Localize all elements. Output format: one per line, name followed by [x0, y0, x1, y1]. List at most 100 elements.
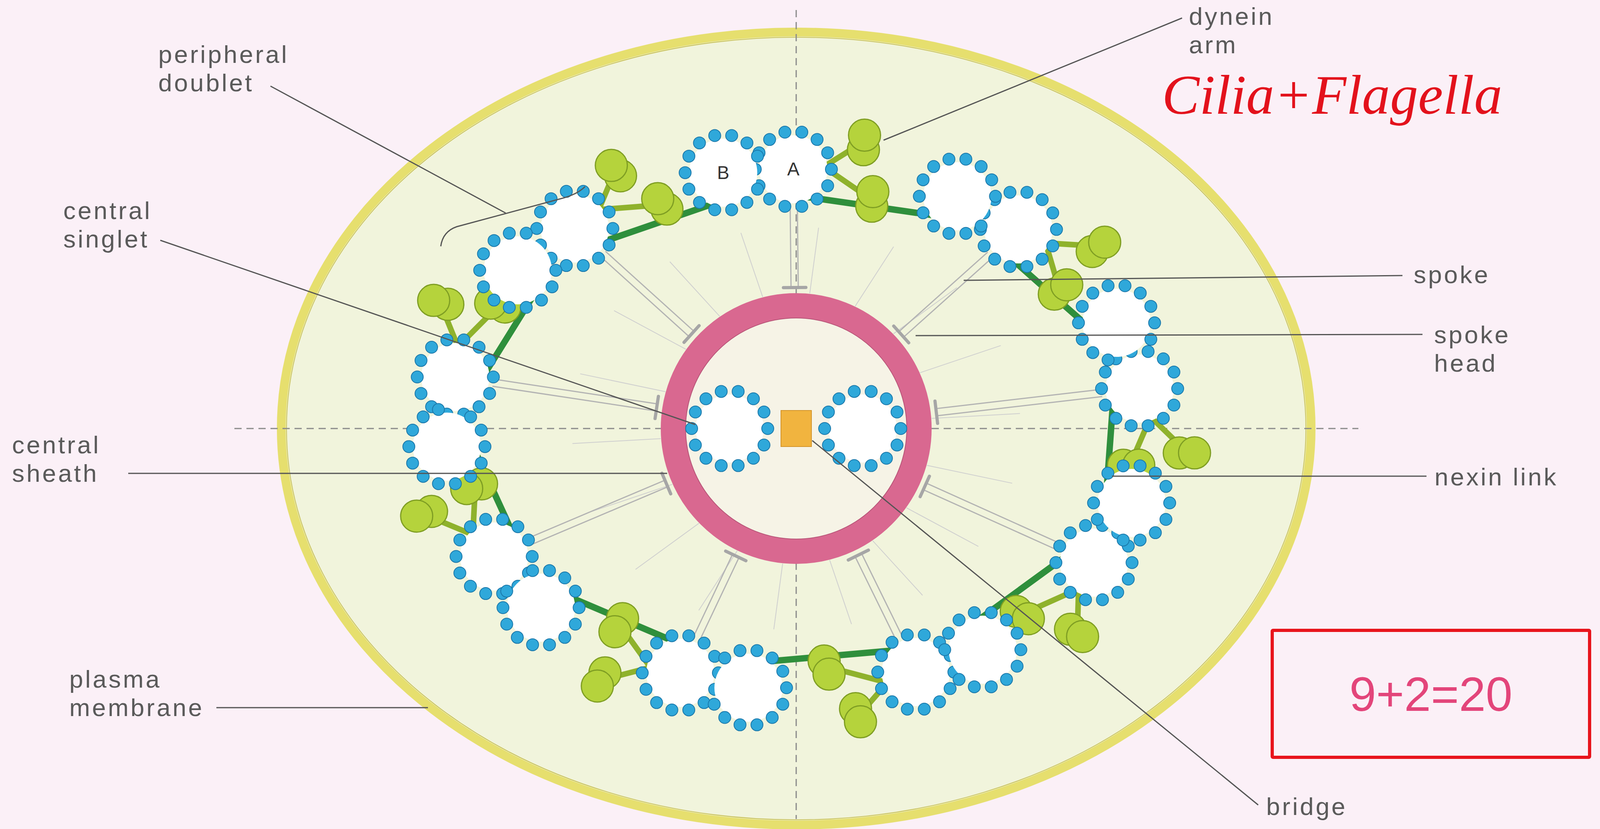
spoke-line — [936, 389, 1102, 409]
tubulin-bead — [603, 239, 616, 252]
tubulin-bead — [558, 631, 571, 644]
tubulin-bead — [725, 203, 738, 216]
tubulin-bead — [821, 146, 834, 159]
tubulin-bead — [894, 422, 907, 435]
tubulin-bead — [449, 550, 463, 563]
tubulin-bead — [1099, 399, 1112, 412]
tubulin-bead — [520, 301, 533, 314]
tubulin-bead — [1144, 300, 1157, 313]
tubulin-bead — [475, 457, 488, 470]
spoke-line — [923, 490, 1058, 551]
central-sheath — [673, 305, 920, 552]
tubulin-bead — [918, 703, 931, 716]
tubulin-bead — [639, 683, 652, 696]
tubulin-bead — [1064, 586, 1077, 599]
tubulin-bead — [1125, 556, 1138, 569]
tubulin-bead — [968, 681, 981, 694]
tubulin-bead — [1133, 534, 1147, 547]
tubulin-bead — [606, 222, 619, 235]
tubulin-bead — [1064, 527, 1077, 540]
tubulin-bead — [679, 166, 692, 179]
handwritten-title: Cilia+Flagella — [1162, 64, 1503, 126]
tubulin-bead — [417, 411, 430, 424]
tubulin-bead — [464, 520, 477, 533]
tubulin-bead — [650, 637, 663, 650]
sheath-core — [685, 318, 907, 540]
tubulin-bead — [682, 183, 695, 196]
spoke-line — [605, 251, 695, 332]
tubulin-bead — [693, 196, 706, 209]
tubulin-bead — [549, 264, 562, 277]
tubulin-bead — [1101, 279, 1114, 292]
tubulin-bead — [402, 440, 415, 453]
arm-lobe — [400, 500, 433, 533]
tubulin-bead — [780, 681, 793, 695]
tubulin-bead — [682, 150, 695, 163]
tubulin-bead — [487, 371, 500, 384]
tubulin-bead — [822, 406, 835, 419]
tubulin-bead — [1168, 399, 1181, 412]
spoke-head — [661, 473, 671, 495]
dynein-arms — [400, 119, 1211, 739]
tubulin-bead — [959, 227, 972, 240]
tubulin-bead — [1046, 240, 1059, 253]
tubulin-bead — [1072, 316, 1085, 329]
leader-line — [812, 440, 1259, 806]
spokes — [492, 207, 1103, 641]
part-label: dynein arm — [1188, 2, 1290, 60]
tubulin-bead — [432, 403, 445, 416]
tubulin-bead — [848, 460, 861, 473]
tubulin-bead — [478, 440, 491, 453]
radial-line — [893, 287, 957, 334]
tubulin-bead — [417, 470, 430, 483]
tubulin-bead — [885, 636, 898, 649]
tubulin-bead — [1141, 419, 1155, 432]
microtubules — [402, 126, 1184, 732]
tubulin-bead — [942, 227, 955, 240]
tubulin-bead — [871, 666, 884, 679]
tubulin-bead — [751, 183, 764, 196]
tubulin-bead — [942, 627, 955, 640]
tubulin-bead — [734, 645, 747, 658]
radial-line — [829, 560, 852, 625]
tubulin-bead — [747, 393, 760, 406]
spoke-line — [700, 557, 740, 641]
tubule-letter: B — [693, 142, 754, 203]
tubulin-bead — [917, 206, 930, 219]
part-label: nexin link — [1434, 462, 1558, 492]
tubulin-bead — [766, 652, 779, 665]
tubulin-bead — [944, 682, 957, 695]
leader-line — [1111, 476, 1427, 478]
tubulin-bead — [406, 424, 419, 437]
tubulin-bead — [698, 637, 711, 650]
tubulin-bead — [503, 301, 516, 314]
tubulin-bead — [821, 179, 834, 192]
tubulin-bead — [500, 585, 513, 598]
part-label: plasma membrane — [69, 665, 230, 723]
tubulin-bead — [865, 460, 878, 473]
tubulin-bead — [1141, 345, 1155, 358]
tubulin-bead — [1046, 207, 1059, 220]
tubulin-bead — [1091, 513, 1104, 526]
spoke-line — [926, 483, 1062, 544]
tubulin-bead — [740, 137, 753, 150]
tubulin-bead — [1171, 382, 1184, 395]
arm-lobe — [856, 175, 889, 208]
tubulin-bead — [1014, 643, 1027, 656]
arm-lobe — [1088, 226, 1121, 259]
tubulin-bead — [938, 643, 951, 656]
tubulin-bead — [875, 682, 888, 695]
part-label: central sheath — [12, 430, 133, 489]
tubulin-bead — [577, 259, 590, 272]
tubulin-bead — [488, 234, 501, 247]
tubulin-bead — [750, 719, 763, 732]
arm-lobe — [1050, 268, 1083, 301]
tubulin-bead — [1086, 346, 1099, 359]
part-label: peripheral doublet — [158, 40, 311, 98]
tubulin-bead — [1133, 460, 1147, 473]
tubulin-bead — [985, 681, 998, 694]
radial-line — [572, 438, 661, 444]
tubulin-bead — [693, 137, 706, 150]
tubulin-bead — [479, 587, 492, 600]
tubulin-bead — [639, 650, 652, 663]
